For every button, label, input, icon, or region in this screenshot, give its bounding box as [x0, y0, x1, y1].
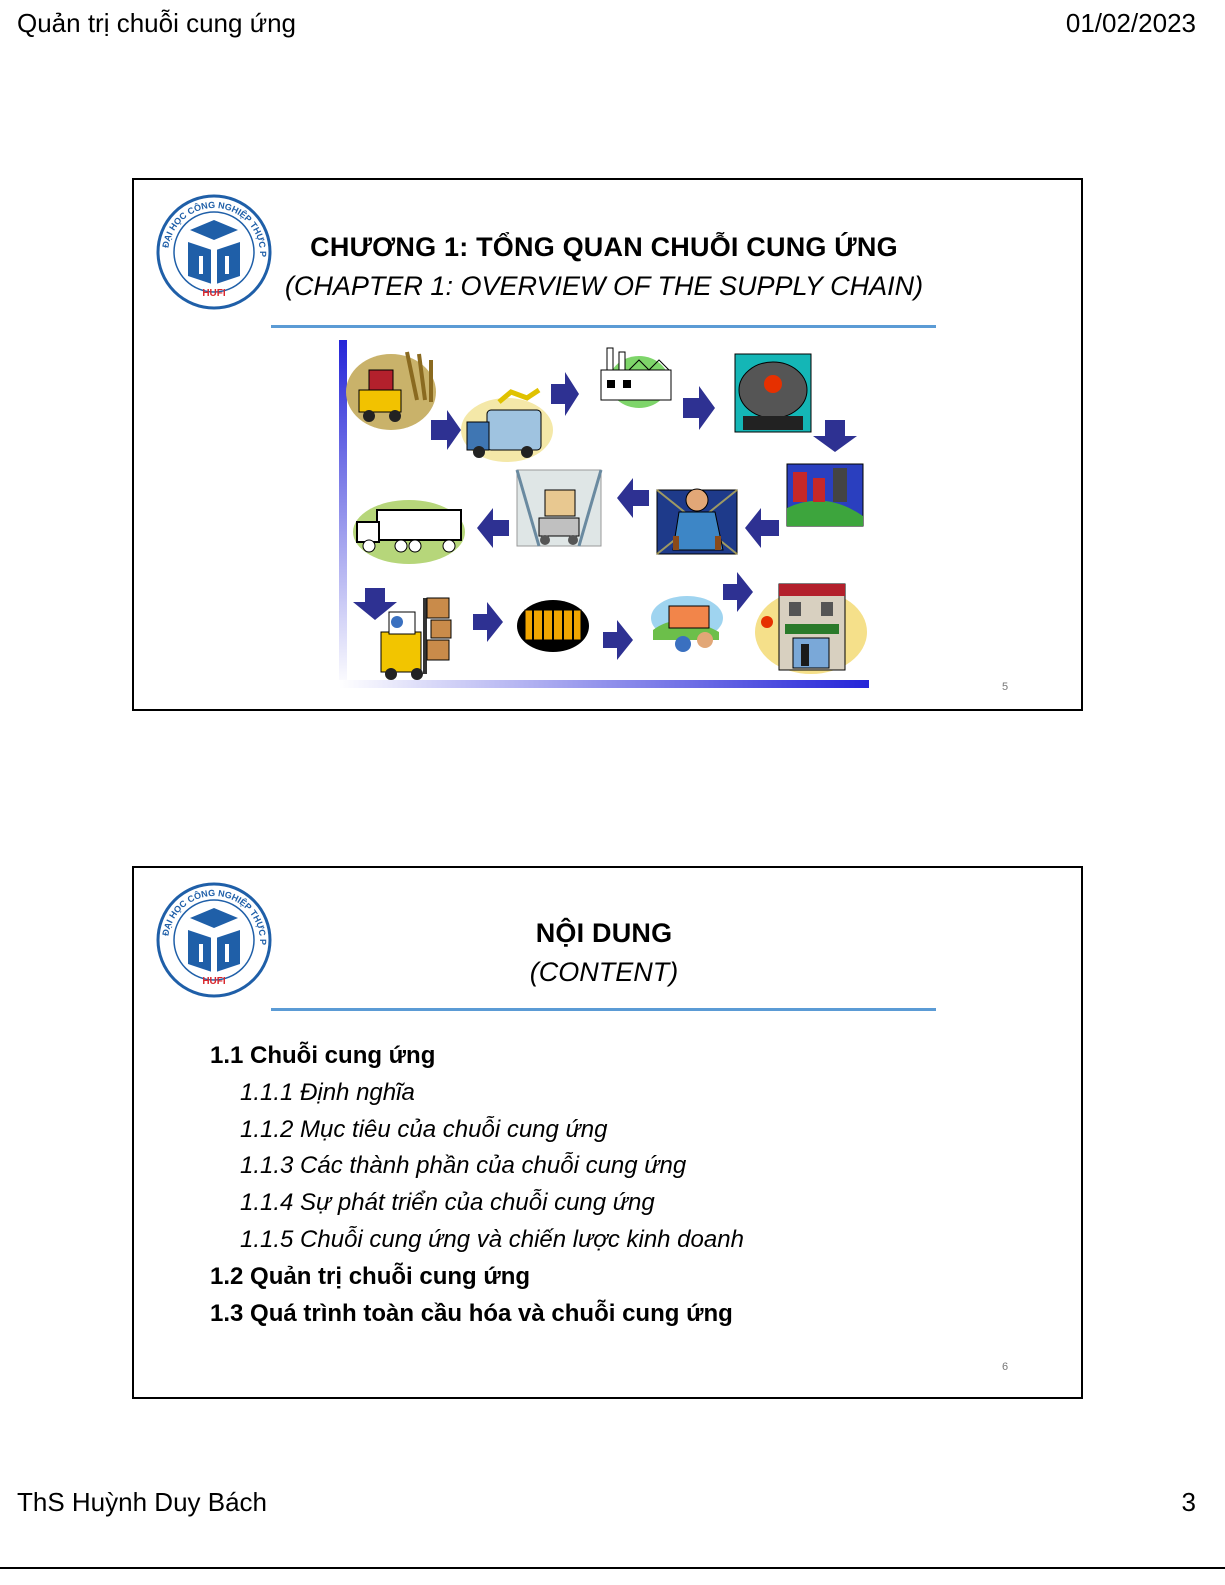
arrow-left-6 [617, 478, 649, 518]
outline-item: 1.1.1 Định nghĩa [240, 1078, 415, 1106]
title-divider [271, 325, 936, 328]
arrow-right-9 [473, 602, 503, 642]
warehouse-icon [515, 469, 603, 547]
arrow-right-3 [683, 386, 715, 430]
farm-truck-icon [346, 351, 436, 430]
arrow-left-7 [477, 508, 509, 548]
content-outline: 1.1 Chuỗi cung ứng 1.1.1 Định nghĩa 1.1.… [210, 1038, 930, 1332]
slide-title: NỘI DUNG [535, 918, 673, 948]
slide-number: 5 [1002, 681, 1009, 693]
arrow-right-1 [431, 410, 461, 450]
page-bottom-rule [0, 1567, 1225, 1569]
diagram-frame-left [339, 340, 347, 688]
arrow-right-11 [723, 572, 753, 612]
logo-acronym: HUFI [202, 288, 226, 299]
page-header-date: 01/02/2023 [1065, 8, 1196, 38]
page-number: 3 [1181, 1487, 1196, 1517]
logo-acronym: HUFI [202, 976, 226, 987]
arrow-left-5 [745, 508, 779, 548]
page-footer-author: ThS Huỳnh Duy Bách [17, 1487, 268, 1517]
slide-chapter-title: HUFI CHƯƠNG 1: TỔNG QUAN CHUỖI CUNG ỨNG … [132, 178, 1083, 711]
slide-title: CHƯƠNG 1: TỔNG QUAN CHUỖI CUNG ỨNG [310, 232, 898, 262]
outline-item: 1.1.2 Mục tiêu của chuỗi cung ứng [240, 1115, 608, 1143]
arrow-down-8 [353, 588, 397, 620]
factory-icon [600, 347, 672, 408]
delivery-van-icon [651, 596, 723, 652]
worker-icon [656, 488, 738, 555]
flow-arrows [353, 372, 857, 660]
hufi-logo-icon: HUFI [154, 880, 274, 1000]
outline-item: 1.3 Quá trình toàn cầu hóa và chuỗi cung… [210, 1299, 733, 1327]
trailer-truck-icon [353, 500, 465, 564]
slide-contents: HUFI NỘI DUNG (CONTENT) 1.1 Chuỗi cung ứ… [132, 866, 1083, 1399]
slide-subtitle: (CHAPTER 1: OVERVIEW OF THE SUPPLY CHAIN… [284, 271, 924, 301]
forklift-icon [380, 597, 452, 680]
slide-number: 6 [1002, 1361, 1009, 1373]
outline-item: 1.1.5 Chuỗi cung ứng và chiến lược kinh … [240, 1225, 744, 1253]
diagram-frame-bottom [339, 680, 869, 688]
hufi-logo-icon: HUFI [154, 192, 274, 312]
page-header-left: Quản trị chuỗi cung ứng [17, 8, 297, 38]
title-divider [271, 1008, 936, 1011]
arrow-down-4 [813, 420, 857, 452]
store-icon [755, 583, 867, 674]
outline-item: 1.1.4 Sự phát triển của chuỗi cung ứng [240, 1189, 655, 1217]
delivery-truck-icon [461, 387, 553, 462]
outline-item: 1.2 Quản trị chuỗi cung ứng [210, 1262, 531, 1290]
slide-subtitle: (CONTENT) [529, 957, 679, 987]
outline-item: 1.1 Chuỗi cung ứng [210, 1042, 436, 1069]
furnace-icon [734, 353, 812, 433]
arrow-right-10 [603, 620, 633, 660]
supply-chain-flow-diagram [339, 340, 869, 688]
outline-item: 1.1.3 Các thành phần của chuỗi cung ứng [240, 1152, 687, 1180]
arrow-right-2 [551, 372, 579, 416]
city-icon [786, 463, 864, 527]
shipping-container-icon [517, 600, 589, 652]
